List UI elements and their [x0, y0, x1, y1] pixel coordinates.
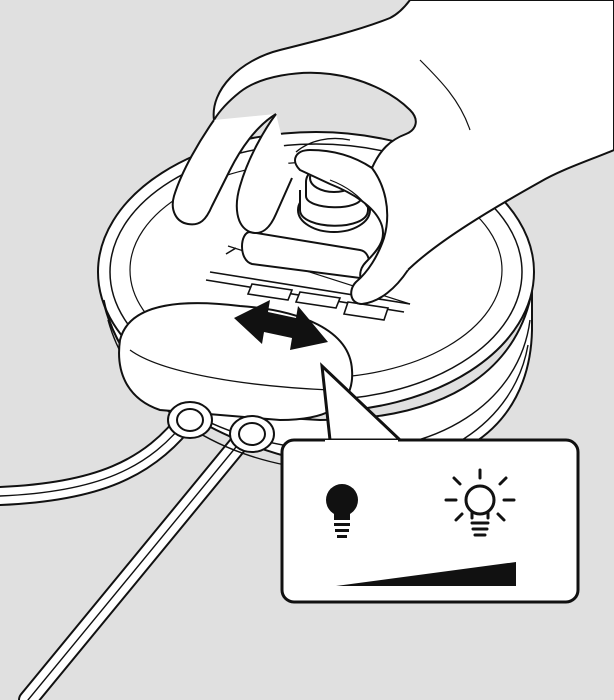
dimmer-illustration — [0, 0, 614, 700]
illustration-canvas — [0, 0, 614, 700]
